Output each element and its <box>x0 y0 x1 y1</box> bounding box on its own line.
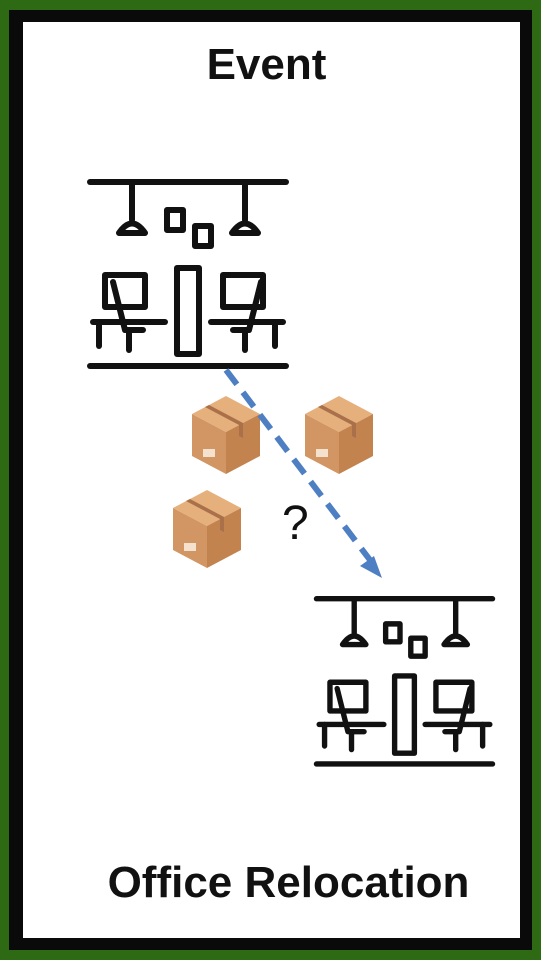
cardboard-box-icon <box>192 396 260 474</box>
cardboard-box-icon <box>173 490 241 568</box>
diagram-title: Event <box>206 40 327 89</box>
source-office-icon <box>87 179 289 369</box>
diagram-caption: Office Relocation <box>107 858 470 907</box>
uncertainty-label: ? <box>282 497 309 550</box>
diagram-panel <box>23 22 520 938</box>
target-office-icon <box>313 596 496 767</box>
cardboard-box-icon <box>305 396 373 474</box>
